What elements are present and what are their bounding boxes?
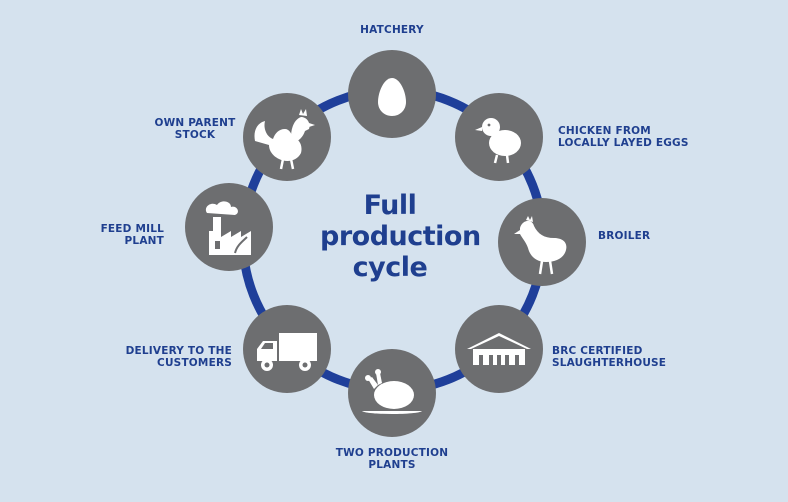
building-icon [467,333,531,365]
roast-chicken-icon [362,369,422,414]
node-feed-mill [185,183,273,271]
label-parent-stock: OWN PARENT STOCK [150,117,240,141]
label-slaughterhouse: BRC CERTIFIED SLAUGHTERHOUSE [552,345,666,369]
chick-icon [475,118,521,164]
node-delivery [243,305,331,393]
label-line: FEED MILL [100,223,164,235]
label-line: CHICKEN FROM [558,125,651,137]
rooster-icon [254,109,315,170]
hen-icon [514,216,567,275]
label-line: BRC CERTIFIED [552,345,643,357]
center-title: Full production cycle [320,190,481,283]
label-line: TWO PRODUCTION [335,447,449,459]
label-line: LOCALLY LAYED EGGS [558,137,689,149]
label-line: STOCK [174,129,216,141]
center-title-line: cycle [352,252,428,283]
label-line: PLANT [124,235,164,247]
label-feed-mill: FEED MILL PLANT [84,223,164,247]
node-production-plants [348,349,436,437]
label-line: HATCHERY [360,24,424,36]
label-production-plants: TWO PRODUCTION PLANTS [330,447,454,471]
factory-icon [205,201,251,255]
node-slaughterhouse [455,305,543,393]
center-title-line: production [320,221,481,252]
node-chicken-from-eggs [455,93,543,181]
label-line: OWN PARENT [154,117,236,129]
node-hatchery [348,50,436,138]
node-parent-stock [243,93,331,181]
truck-icon [257,333,317,371]
label-broiler: BROILER [598,230,650,242]
label-line: BROILER [598,230,651,242]
label-line: SLAUGHTERHOUSE [552,357,667,369]
label-hatchery: HATCHERY [330,24,454,36]
node-broiler [498,198,586,286]
label-delivery: DELIVERY TO THE CUSTOMERS [110,345,232,369]
label-chicken-from-eggs: CHICKEN FROM LOCALLY LAYED EGGS [558,125,689,149]
label-line: CUSTOMERS [157,357,232,369]
center-title-line: Full [363,190,417,221]
egg-icon [378,78,406,116]
label-line: PLANTS [368,459,416,471]
label-line: DELIVERY TO THE [125,345,232,357]
